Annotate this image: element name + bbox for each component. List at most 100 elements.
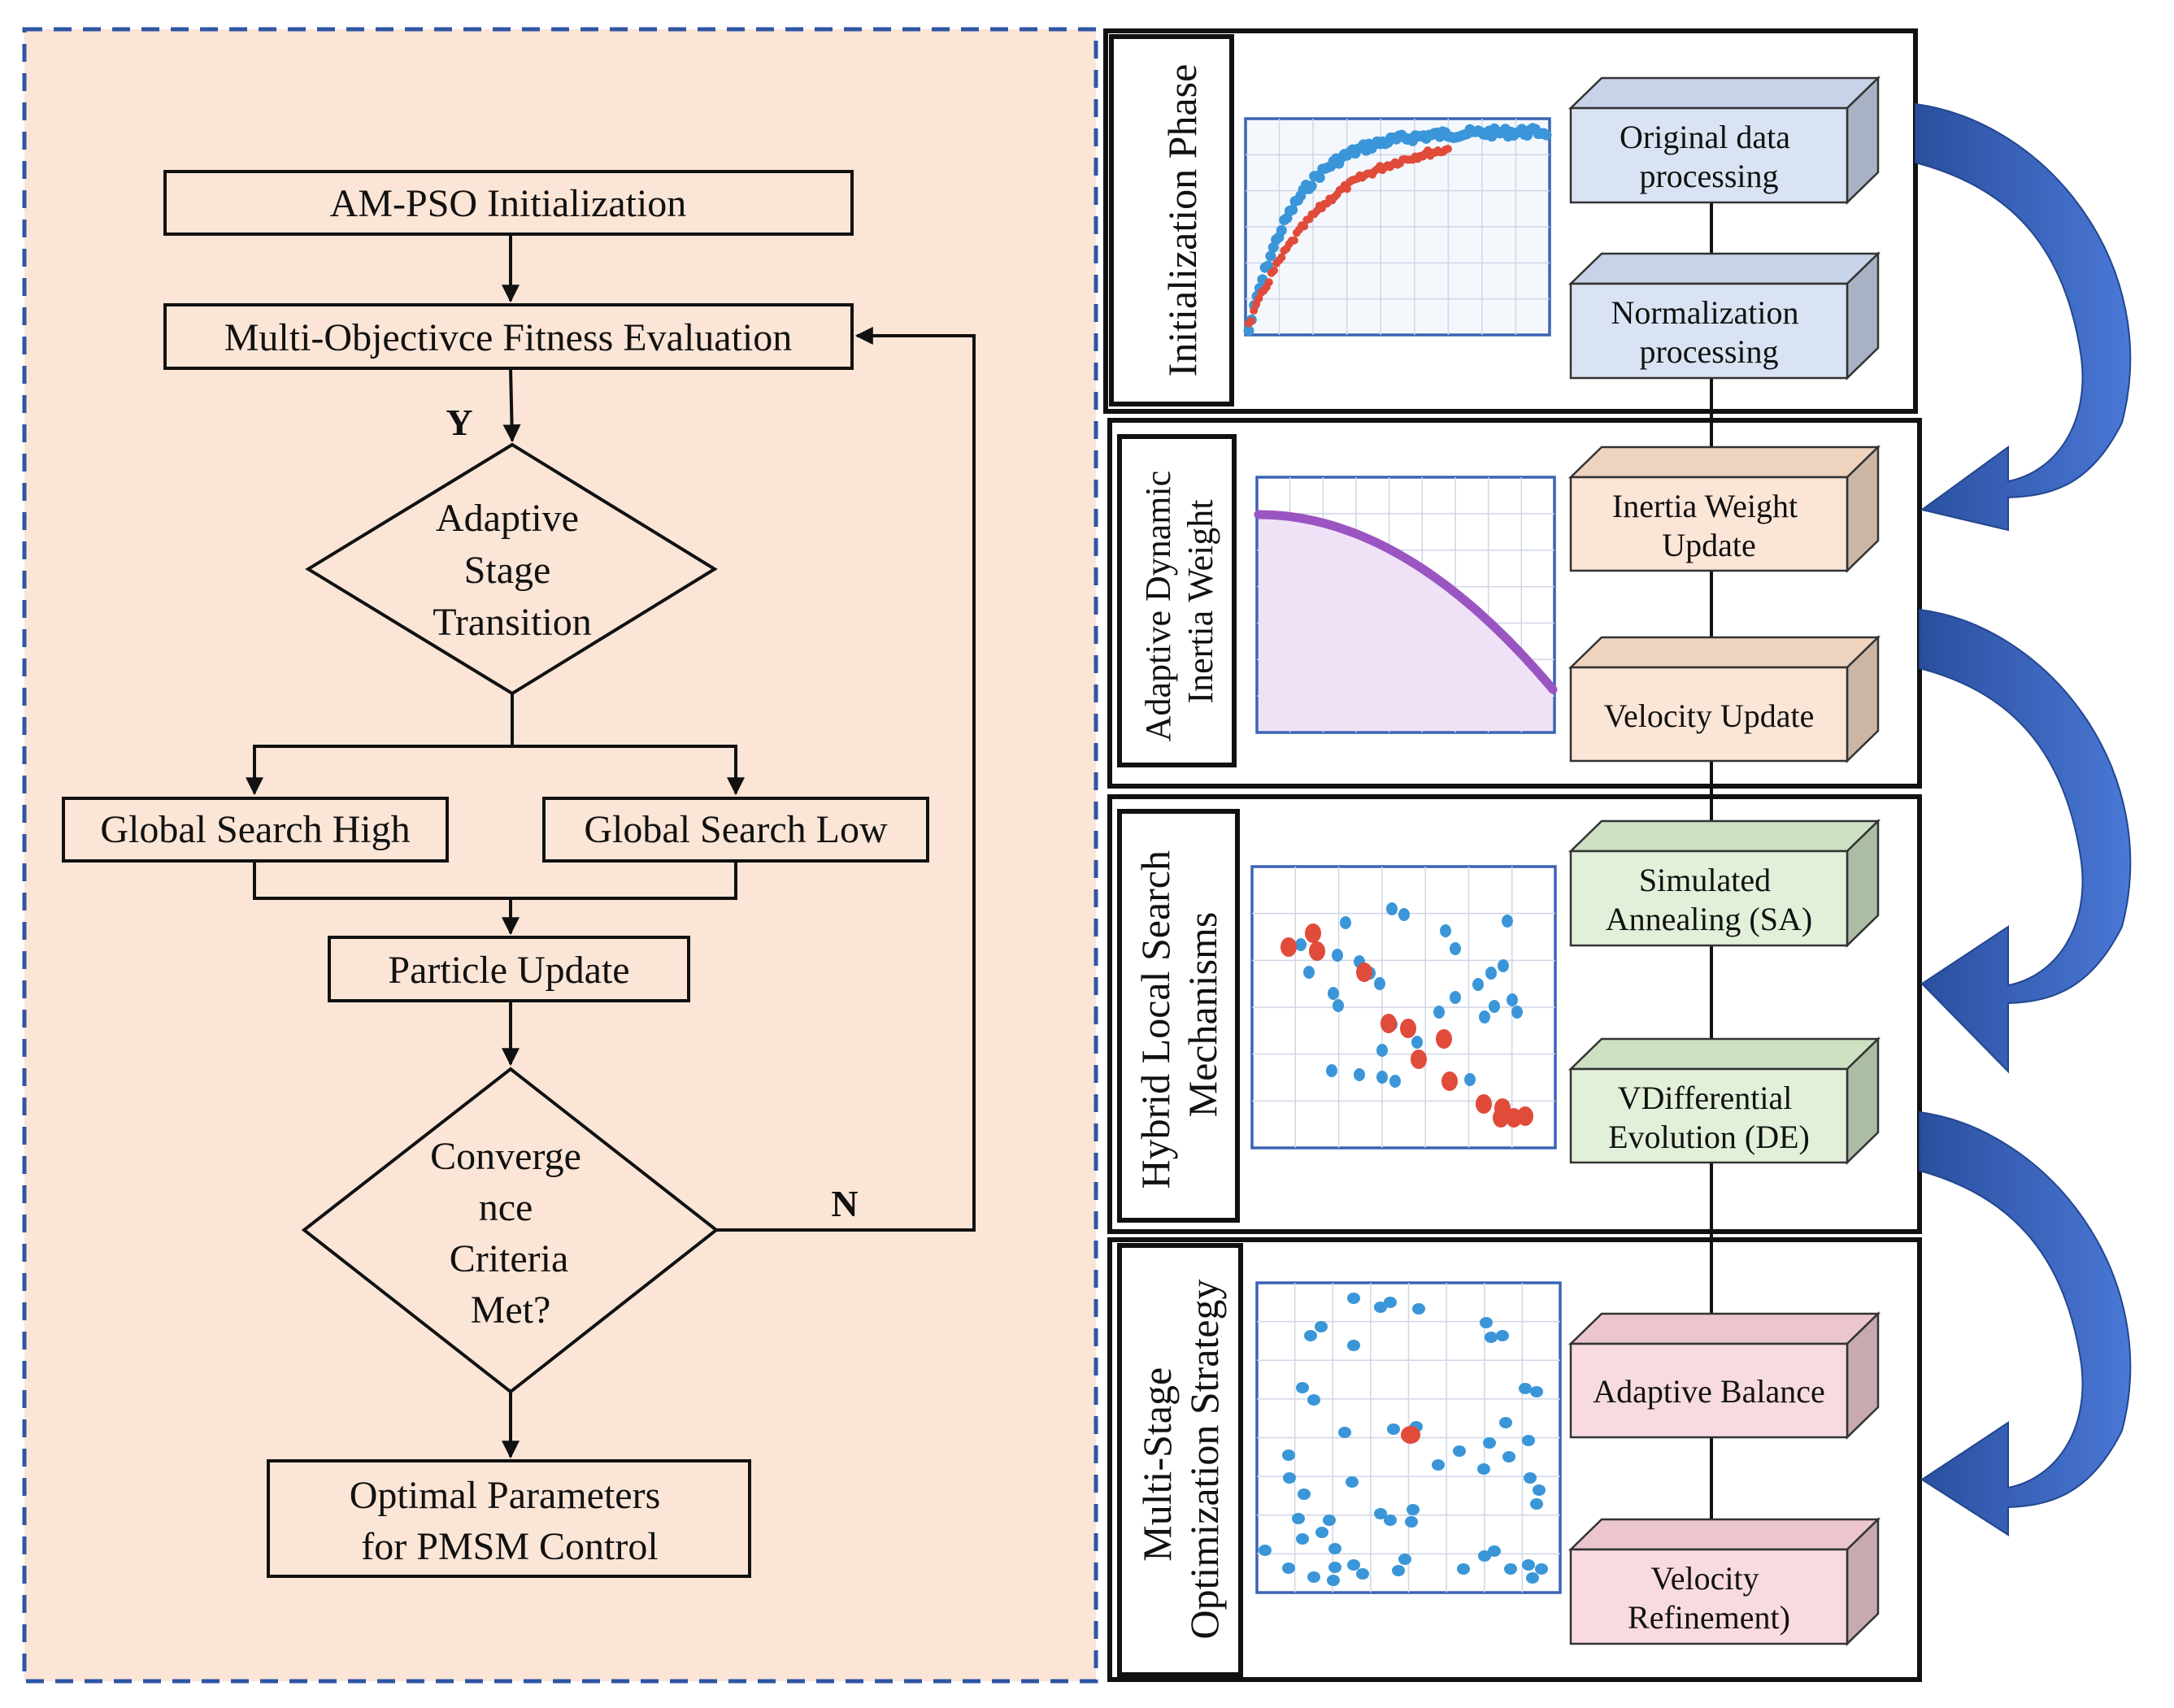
blue-point [1374,1302,1387,1313]
init-label: AM-PSO Initialization [330,182,687,225]
phase-title-2: Adaptive Dynamic Inertia Weight [1138,462,1220,742]
red-point [1441,1071,1458,1091]
blue-point [1477,1463,1490,1475]
phase-title-4: Multi-Stage Optimization Strategy [1134,1280,1227,1640]
red-point [1264,278,1273,287]
blue-point [1450,991,1461,1004]
red-point [1305,924,1321,943]
blue-point [1265,250,1276,262]
merge-line [253,861,737,900]
svg-text:Normalization processing: Normalization processing [1611,294,1807,370]
blue-point [1496,1330,1509,1341]
red-point [1247,316,1256,325]
process-box-inertia-weight: Inertia Weight Update [1567,445,1881,573]
blue-point [1314,172,1325,184]
blue-point [1243,325,1254,337]
blue-point [1287,204,1298,215]
blue-point [1340,916,1351,929]
particle-update-label: Particle Update [388,949,629,992]
fitness-box [163,303,854,370]
process-box-simulated-annealing: Simulated Annealing (SA) [1567,819,1881,948]
blue-point [1346,1476,1359,1488]
blue-point [1480,1317,1493,1328]
phase-title-box-2 [1117,434,1237,767]
stage-line-1: Adaptive [436,497,579,540]
red-point [1476,1094,1492,1114]
blue-point [1328,1562,1341,1573]
blue-point [1347,1340,1360,1351]
red-point [1401,1426,1420,1444]
optimal-label: Optimal Parameters for PMSM Control [350,1474,671,1568]
blue-point [1323,1515,1336,1526]
phase-1-title-line: Initialization Phase [1159,64,1205,377]
blue-point [1384,1297,1397,1308]
box-8-line-2: Refinement) [1628,1599,1790,1636]
blue-point [1315,1321,1328,1332]
blue-point [1507,993,1518,1006]
red-point [1444,145,1452,154]
blue-point [1479,1010,1490,1023]
global-low-label: Global Search Low [584,808,888,851]
stage-transition-label: Adaptive Stage Transition [433,497,592,644]
blue-point [1464,1073,1476,1086]
optimal-line-1: Optimal Parameters [350,1474,661,1517]
no-label: N [831,1183,858,1224]
blue-point [1498,959,1509,972]
red-point [1300,222,1309,231]
blue-point [1392,1565,1405,1576]
blue-point [1328,987,1339,1000]
blue-point [1354,1068,1365,1081]
blue-point [1296,1382,1309,1393]
phase-2-title-line-1: Adaptive Dynamic [1138,471,1178,742]
stage-line-3: Transition [433,601,592,644]
blue-point [1384,1515,1397,1526]
blue-point [1453,1445,1466,1457]
process-box-velocity-update: Velocity Update [1567,635,1881,763]
red-point [1411,1050,1427,1069]
blue-point [1522,1559,1535,1571]
svg-text:Original data processing: Original data processing [1620,119,1798,194]
init-box [163,170,854,236]
blue-point [1519,1383,1532,1394]
convergence-mini-chart [1243,117,1552,337]
blue-point [1440,924,1451,937]
blue-point [1472,978,1484,991]
local-search-mini-chart [1250,865,1557,1150]
phase-2-title-line-2: Inertia Weight [1180,499,1220,703]
box-2-line-1: Normalization [1611,294,1798,331]
convergence-line-3: Criteria [450,1237,569,1280]
box-7-line-1: Adaptive Balance [1593,1373,1824,1410]
blue-point [1259,1545,1272,1556]
box-1-line-1: Original data [1620,119,1790,155]
blue-point [1433,1006,1445,1019]
box-5-line-2: Annealing (SA) [1606,901,1812,937]
blue-point [1405,1516,1418,1528]
blue-point [1376,1071,1388,1084]
inertia-weight-mini-chart [1254,476,1558,734]
red-point [1342,185,1351,193]
red-point [1309,941,1325,961]
blue-point [1526,1572,1539,1584]
blue-point [1282,1562,1295,1574]
curved-arrow-2 [1919,608,2132,1074]
phase-title-1: Initialization Phase [1159,64,1205,377]
blue-point [1326,1064,1337,1077]
svg-text:Inertia Weight Update: Inertia Weight Update [1612,488,1806,563]
blue-point [1387,1423,1400,1435]
blue-point [1398,1554,1411,1565]
svg-text:Velocity Update: Velocity Update [1604,698,1815,734]
phase-4-title-line-1: Multi-Stage [1134,1367,1180,1562]
blue-point [1282,1449,1295,1461]
multi-stage-mini-chart [1255,1281,1562,1594]
blue-point [1530,1498,1543,1510]
phase-title-box-4 [1117,1243,1243,1677]
blue-point [1307,1571,1320,1583]
svg-text:Adaptive Balance: Adaptive Balance [1593,1373,1824,1410]
box-4-line-1: Velocity Update [1604,698,1815,734]
svg-text:Velocity Refinement): Velocity Refinement) [1628,1560,1790,1636]
svg-text:Simulated Annealing (SA): Simulated Annealing (SA) [1606,862,1812,937]
blue-point [1499,1417,1512,1428]
blue-point [1488,1545,1501,1557]
curved-arrow-1 [1915,102,2132,532]
